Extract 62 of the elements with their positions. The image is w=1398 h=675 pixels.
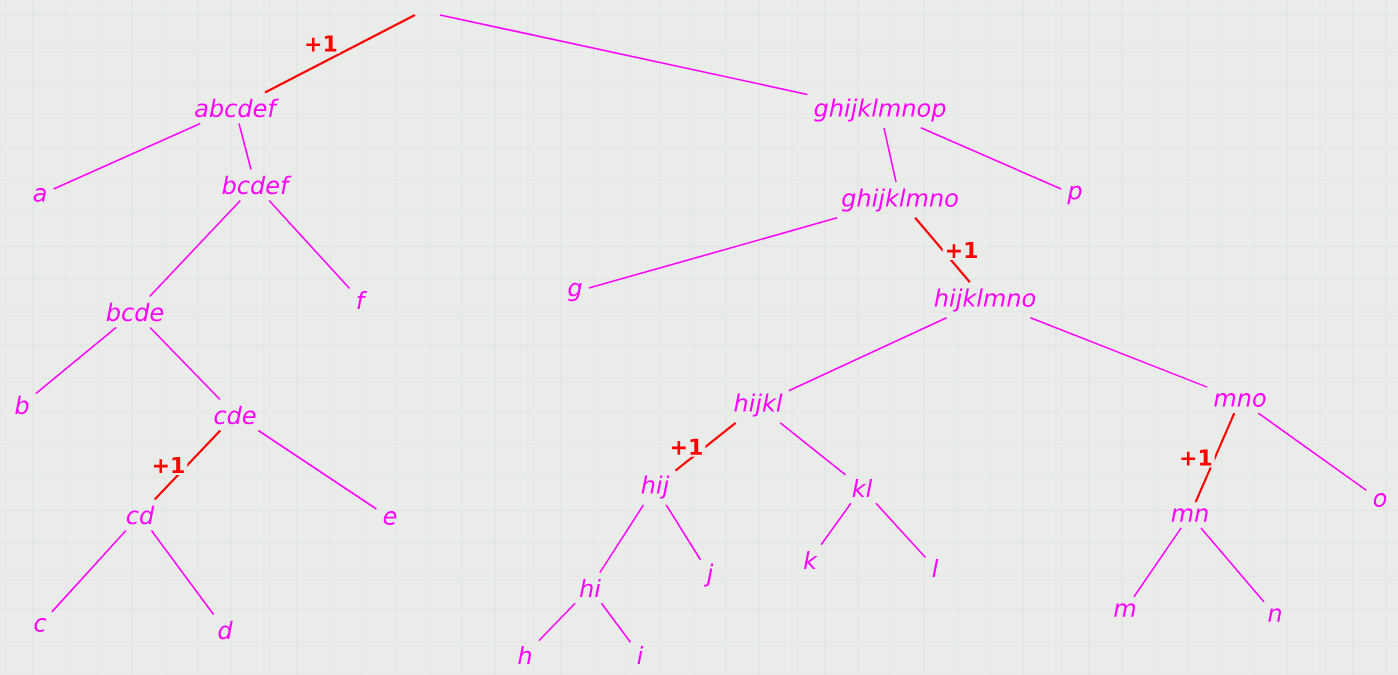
tree-branch: [787, 317, 948, 392]
tree-branch: [238, 122, 252, 171]
tree-label: f: [357, 290, 368, 310]
tree-label: mno: [1214, 393, 1266, 407]
tree-label: j: [703, 563, 714, 587]
tree-label: l: [932, 558, 939, 578]
tree-branch: [153, 429, 222, 501]
tree-branch: [674, 421, 737, 472]
tree-label: k: [803, 550, 818, 570]
tree-label: c: [34, 618, 47, 632]
tree-label: bcde: [106, 302, 164, 322]
tree-label: a: [33, 188, 46, 202]
tree-branch: [52, 122, 202, 190]
tree-branch: [883, 127, 897, 183]
tree-label: hijklmno: [934, 288, 1036, 312]
tree-branch: [1194, 412, 1236, 503]
tree-label: cd: [126, 505, 155, 525]
tree-label: b: [15, 395, 29, 415]
tree-label: hijkl: [734, 393, 783, 417]
tree-branch: [920, 127, 1062, 190]
tree-branch: [150, 529, 215, 616]
tree-branch: [35, 326, 117, 395]
tree-label: bcdef: [222, 175, 292, 195]
tree-branch: [149, 326, 221, 401]
tree-branch: [1200, 527, 1265, 603]
tree-label: ghijklmno: [841, 188, 958, 212]
edge-label: +1: [1177, 447, 1215, 468]
tree-branch: [264, 14, 416, 94]
tree-label: abcdef: [195, 98, 279, 118]
tree-branch: [257, 429, 378, 510]
tree-branch: [600, 602, 632, 644]
tree-label: hi: [579, 578, 601, 598]
tree-branch: [820, 502, 852, 546]
tree-branch: [779, 422, 847, 476]
tree-branch: [148, 199, 242, 298]
tree-branch: [439, 14, 809, 96]
tree-branch: [538, 602, 576, 642]
tree-branch: [268, 199, 351, 290]
tree-branch: [914, 217, 971, 283]
tree-label: e: [383, 511, 397, 525]
tree-branch: [51, 529, 127, 613]
tree-label: o: [1373, 493, 1387, 507]
tree-label: n: [1268, 608, 1281, 622]
tree-label: p: [1067, 185, 1082, 205]
tree-label: mn: [1171, 508, 1208, 522]
tree-branch: [1133, 527, 1182, 598]
tree-branch: [1257, 412, 1368, 492]
tree-branch: [599, 504, 645, 574]
tree-label: kl: [852, 478, 873, 498]
tree-label: cde: [214, 405, 256, 425]
tree-label: m: [1114, 603, 1136, 617]
tree-branch: [665, 504, 702, 561]
tree-label: hij: [641, 475, 670, 499]
tree-label: ghijklmnop: [814, 98, 946, 122]
tree-branch: [588, 217, 838, 289]
tree-label: h: [518, 645, 531, 665]
tree-branch: [875, 502, 927, 559]
tree-label: d: [218, 620, 233, 640]
tree-label: i: [637, 645, 644, 665]
tree-label: g: [568, 282, 582, 302]
edge-label: +1: [302, 33, 340, 54]
tree-branch: [1029, 317, 1208, 388]
